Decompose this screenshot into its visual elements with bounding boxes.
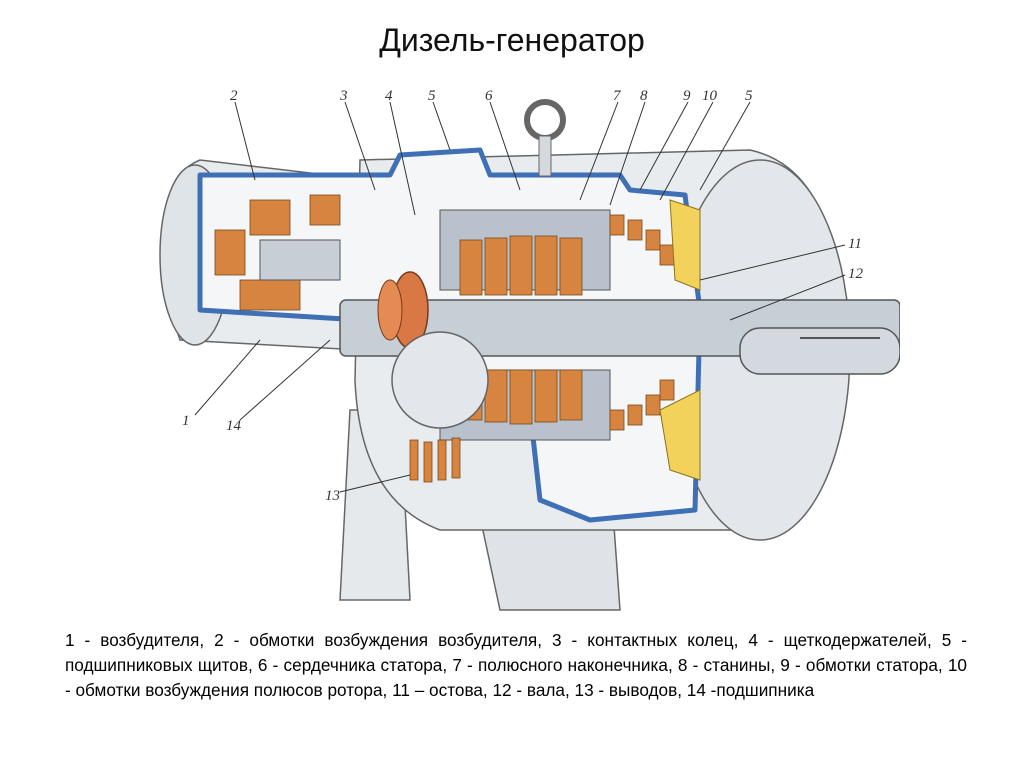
callout-12: 12 [848,266,864,282]
callout-10: 10 [702,88,718,104]
generator-cutaway-illustration: 2 3 4 5 6 7 8 9 10 5 11 12 1 14 13 [159,88,900,611]
callout-2: 2 [230,88,238,104]
callout-9: 9 [683,88,691,104]
callout-11: 11 [848,236,862,252]
callout-3: 3 [339,88,348,104]
callout-14: 14 [226,418,242,434]
page-title: Дизель-генератор [379,22,645,58]
callout-8: 8 [640,88,648,104]
callout-5: 5 [428,88,436,104]
callout-5b: 5 [745,88,753,104]
callout-4: 4 [385,88,393,104]
callout-7: 7 [613,88,622,104]
callout-1: 1 [182,413,190,429]
figure-caption: 1 - возбудителя, 2 - обмотки возбуждения… [65,630,967,700]
callout-6: 6 [485,88,493,104]
callout-13: 13 [325,488,340,504]
